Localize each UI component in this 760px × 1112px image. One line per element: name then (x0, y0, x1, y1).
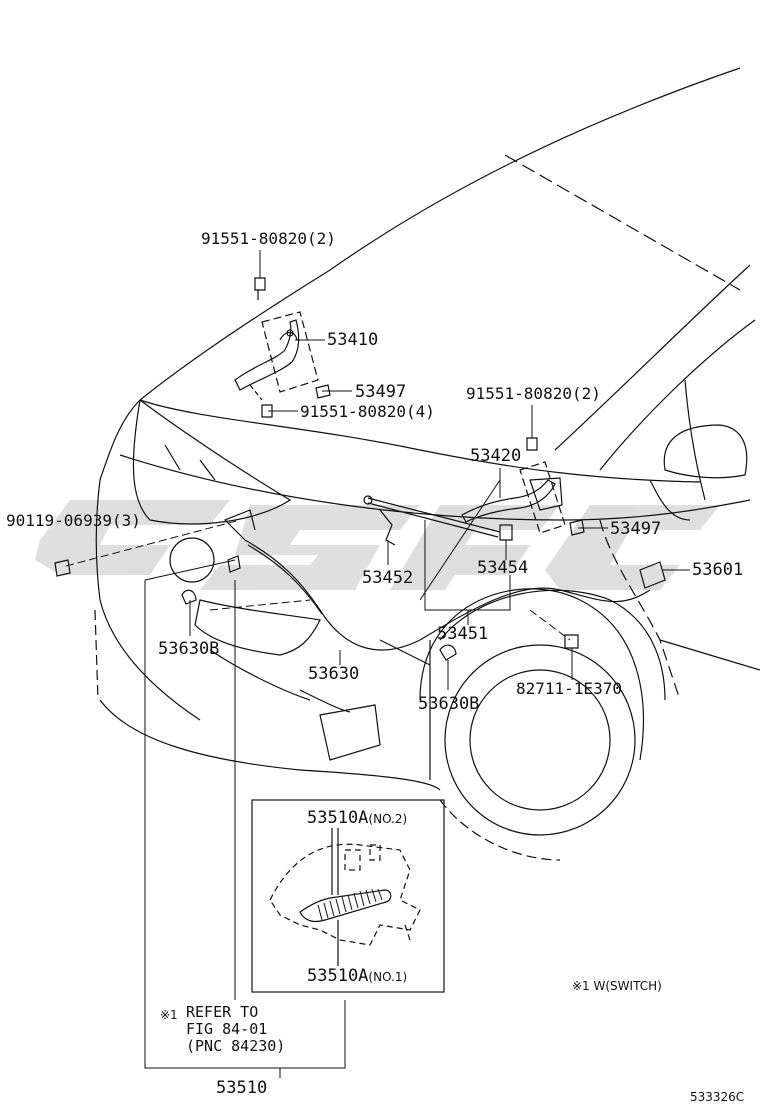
label-90119-06939: 90119-06939(3) (6, 511, 141, 530)
label-53601: 53601 (692, 560, 744, 580)
label-53454: 53454 (477, 558, 529, 578)
note-switch: ※1 W(SWITCH) (572, 979, 662, 993)
hood-support-rod (363, 495, 501, 546)
refer-line-1: REFER TO (186, 1003, 259, 1021)
label-53630b-left: 53630B (158, 639, 220, 659)
label-53510a-no1: 53510A(NO.1) (307, 967, 407, 986)
hood-hinge-right (461, 461, 566, 534)
label-53630b-right: 53630B (418, 694, 480, 714)
label-53510a-no1-number: 53510A (307, 966, 369, 986)
refer-line-2: FIG 84-01 (186, 1020, 268, 1038)
label-53510a-no2-sub: (NO.2) (368, 812, 408, 826)
watermark-logo (35, 500, 720, 590)
label-53497-right: 53497 (610, 519, 662, 539)
refer-mark: ※1 (160, 1008, 178, 1022)
leader-lines (65, 250, 690, 1078)
detail-inset (251, 799, 445, 993)
hood-release-cable (223, 509, 651, 651)
label-53510a-no1-sub: (NO.1) (368, 970, 408, 984)
hood-hinge-left (234, 311, 319, 401)
label-53452: 53452 (362, 568, 414, 588)
label-53510a-no2: 53510A(NO.2) (307, 809, 407, 828)
label-82711-1e370: 82711-1E370 (516, 679, 622, 698)
label-91551-80820-4: 91551-80820(4) (300, 402, 435, 421)
label-53410: 53410 (327, 330, 379, 350)
label-53451: 53451 (437, 624, 489, 644)
spring (317, 888, 383, 921)
refer-line-3: (PNC 84230) (186, 1037, 286, 1055)
label-91551-80820-top: 91551-80820(2) (201, 229, 336, 248)
label-53630: 53630 (308, 664, 360, 684)
label-53510: 53510 (216, 1078, 268, 1098)
vehicle-outline (94, 67, 760, 861)
label-53510a-no2-number: 53510A (307, 808, 369, 828)
label-53420: 53420 (470, 446, 522, 466)
label-91551-80820-right: 91551-80820(2) (466, 384, 601, 403)
label-53497-left: 53497 (355, 382, 407, 402)
drawing-code: 533326C (690, 1090, 745, 1104)
fasteners (54, 277, 666, 661)
